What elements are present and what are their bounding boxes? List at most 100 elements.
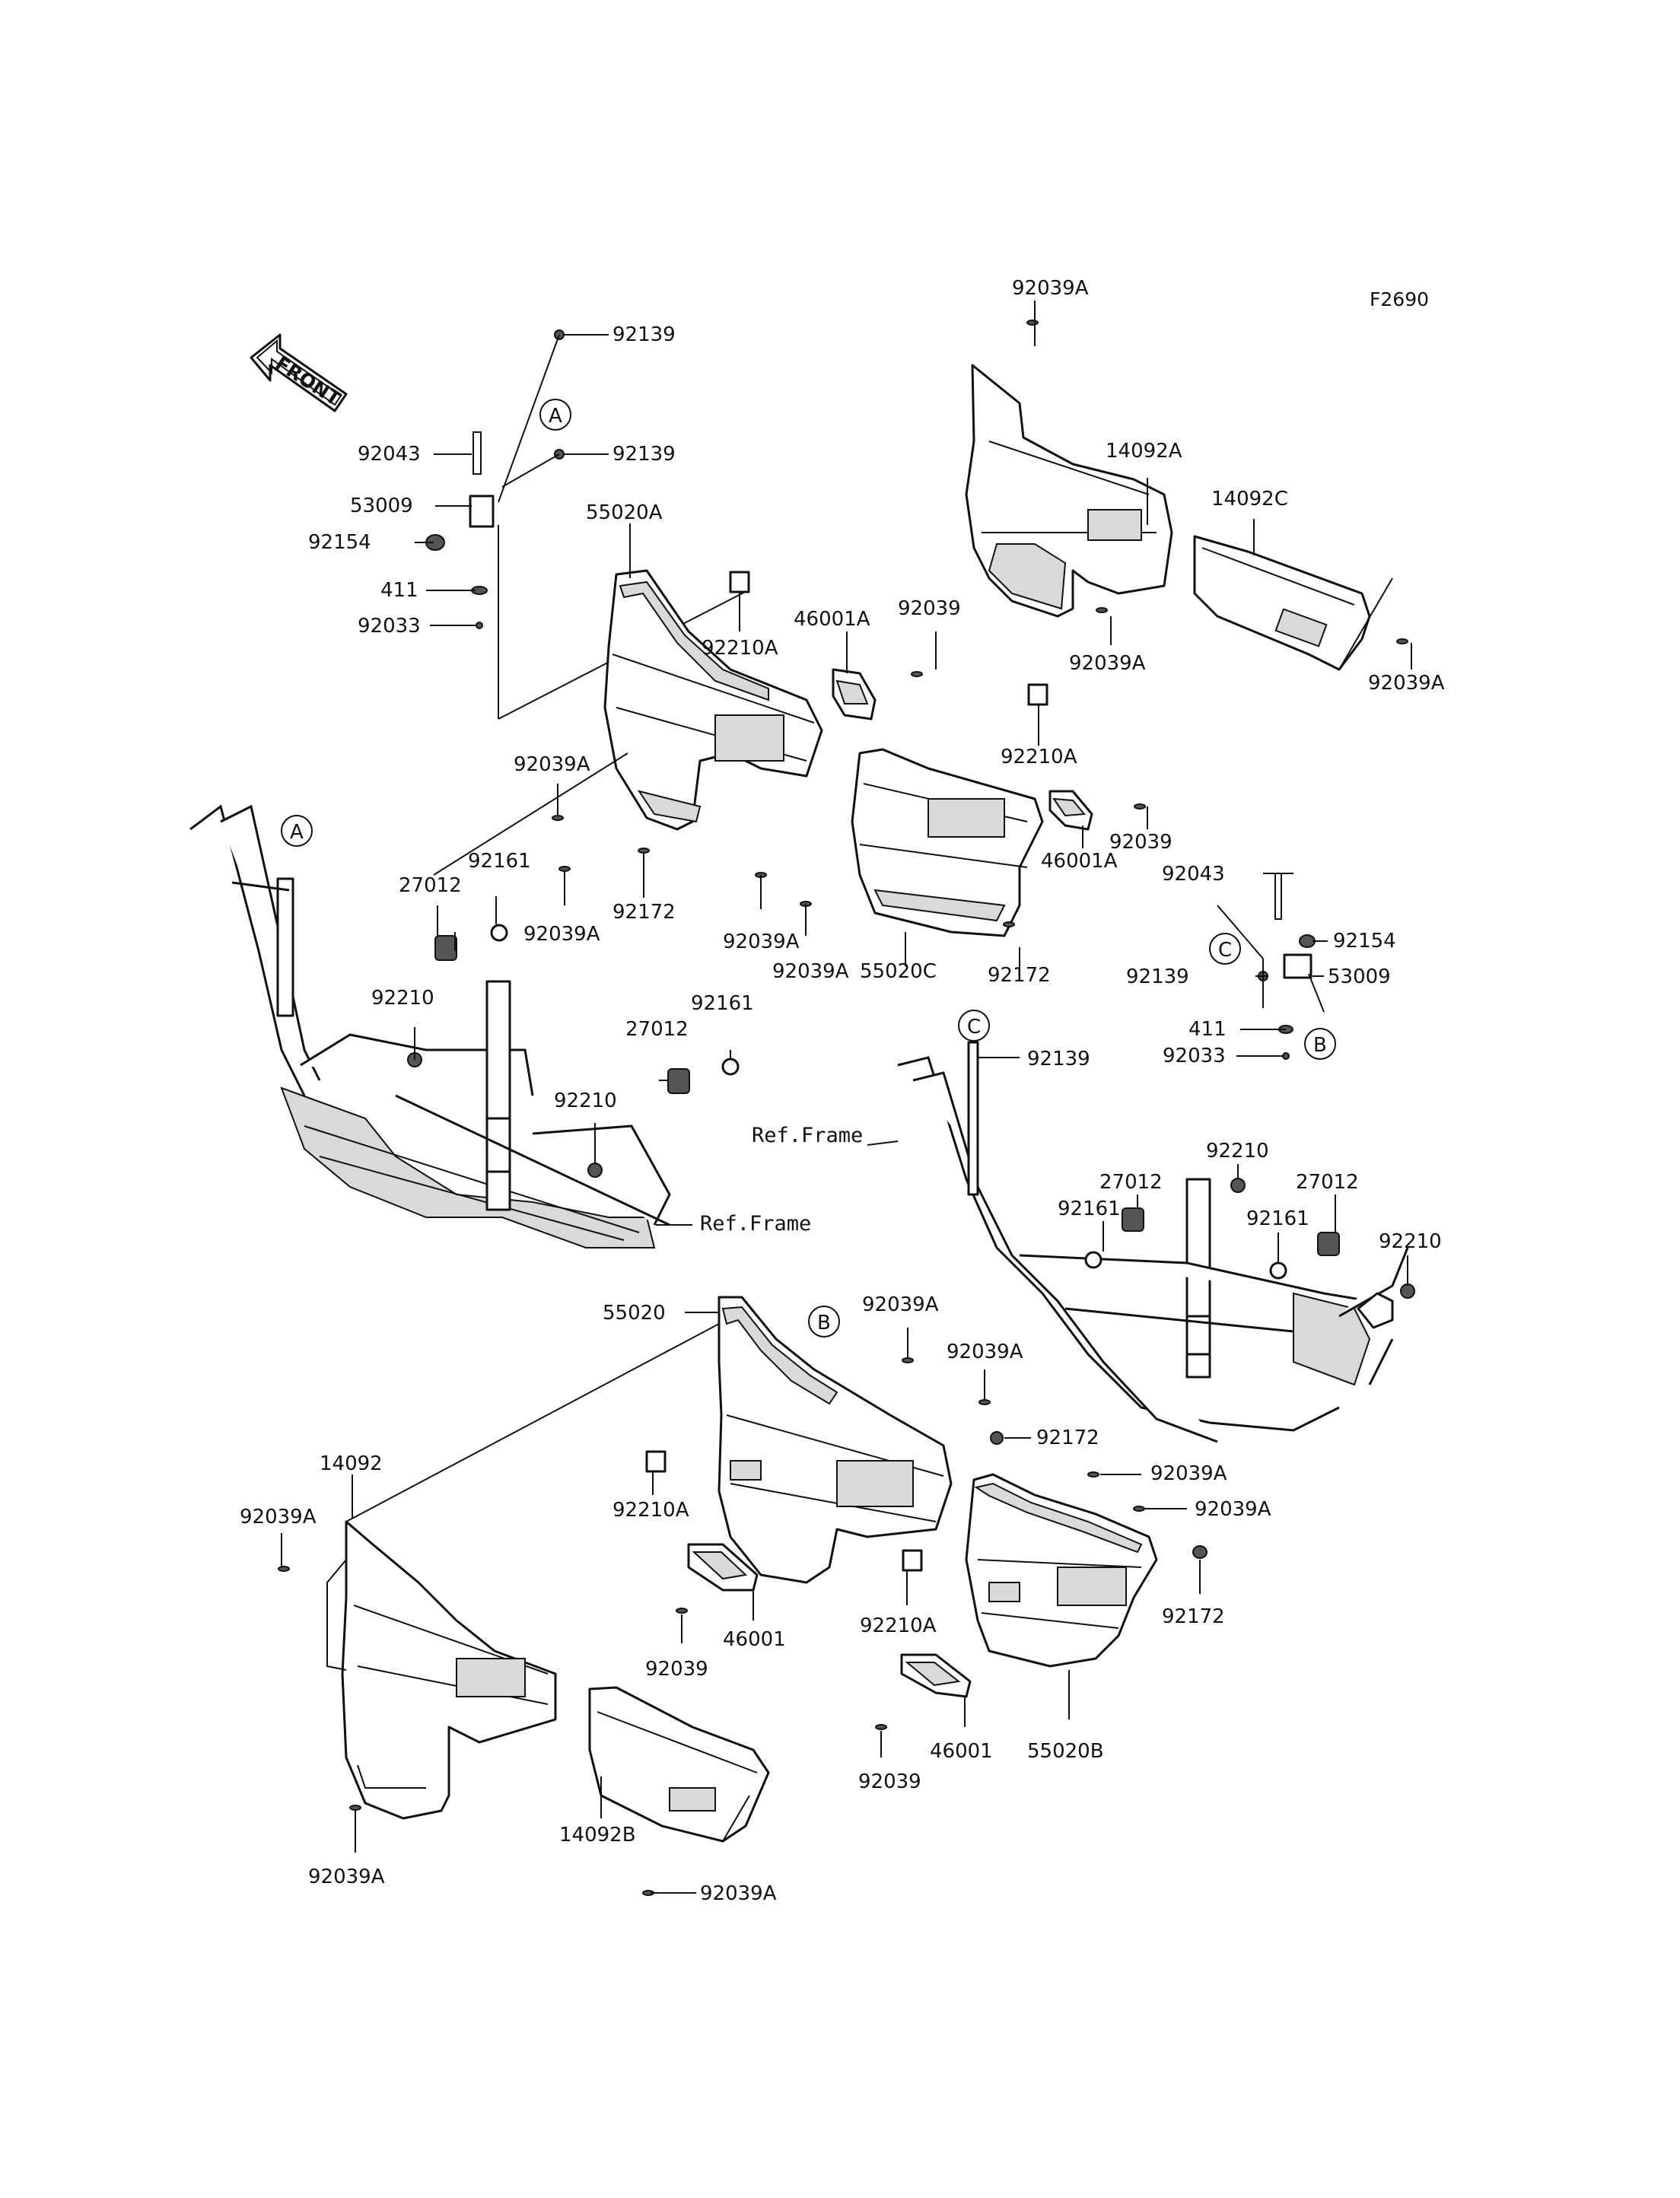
label-92210: 92210 [1379, 1230, 1442, 1253]
label-92039a: 92039A [947, 1341, 1023, 1363]
label-411: 411 [1188, 1018, 1227, 1041]
label-92039a: 92039A [240, 1506, 317, 1528]
label-92172: 92172 [1162, 1605, 1225, 1628]
label-92043: 92043 [358, 443, 421, 466]
label-46001: 46001 [930, 1740, 993, 1763]
circle-ref-c-frame [958, 1010, 990, 1042]
panel-55020a [433, 569, 823, 876]
label-92039a: 92039A [1195, 1498, 1271, 1521]
label-92039a: 92039A [700, 1882, 777, 1905]
label-92172: 92172 [988, 964, 1051, 987]
label-92210a: 92210A [612, 1499, 689, 1522]
panel-14092b [588, 1686, 770, 1843]
part-92210a-bottom-a [645, 1450, 667, 1473]
label-92039a: 92039A [862, 1293, 939, 1316]
label-14092c: 14092C [1211, 488, 1288, 511]
label-46001a: 46001A [794, 608, 870, 631]
label-14092b: 14092B [559, 1824, 636, 1847]
panel-14092c [1193, 535, 1393, 671]
part-46001-bottom-b [900, 1653, 972, 1698]
part-92210a-bottom-b [902, 1549, 923, 1572]
label-92039a: 92039A [1069, 652, 1146, 675]
label-92161: 92161 [1246, 1207, 1309, 1230]
circle-ref-b-panel-letter: B [817, 1312, 831, 1334]
front-arrow: FRONT [250, 333, 348, 412]
figure-code: F2690 [1370, 288, 1429, 310]
label-46001a: 46001A [1041, 850, 1118, 873]
label-92043: 92043 [1162, 863, 1225, 886]
label-92039a: 92039A [308, 1866, 385, 1888]
panel-14092a [965, 364, 1173, 618]
label-55020b: 55020B [1027, 1740, 1104, 1763]
circle-ref-b-bracket-letter: B [1313, 1034, 1327, 1057]
bracket-assembly-right: C B [1209, 873, 1336, 1060]
part-46001a-mid [1048, 790, 1093, 831]
label-92210a: 92210A [860, 1614, 937, 1637]
frame-right: C [897, 1010, 1415, 1443]
label-92039: 92039 [898, 597, 961, 620]
panel-55020b [965, 1473, 1158, 1668]
label-27012: 27012 [1099, 1171, 1163, 1194]
label-53009: 53009 [1328, 965, 1391, 988]
label-92210: 92210 [554, 1089, 617, 1112]
panel-14092 [326, 1520, 557, 1820]
part-46001a-top [832, 668, 877, 720]
label-92139: 92139 [1027, 1048, 1090, 1070]
label-92154: 92154 [1333, 930, 1396, 953]
label-92039: 92039 [858, 1770, 921, 1793]
part-92172-bottom-a [990, 1431, 1004, 1445]
label-14092a: 14092A [1106, 440, 1182, 463]
label-92039a: 92039A [514, 753, 590, 776]
label-55020a: 55020A [586, 501, 663, 524]
label-92039: 92039 [1109, 831, 1172, 854]
label-92161: 92161 [468, 850, 531, 873]
label-27012: 27012 [1296, 1171, 1359, 1194]
front-arrow-label: FRONT [272, 352, 345, 410]
label-92139: 92139 [612, 443, 676, 466]
label-92039a: 92039A [723, 930, 800, 953]
circle-ref-c-bracket-letter: C [1218, 939, 1232, 962]
label-ref-frame: Ref.Frame [752, 1124, 863, 1147]
label-92210: 92210 [371, 987, 434, 1010]
screws [278, 320, 1408, 1896]
circle-ref-c-frame-letter: C [967, 1016, 981, 1039]
label-92172: 92172 [612, 901, 676, 924]
label-92039a: 92039A [1368, 672, 1445, 695]
label-92039a: 92039A [1150, 1462, 1227, 1485]
circle-ref-a-top-letter: A [549, 405, 562, 428]
circle-ref-a-frame [281, 815, 313, 847]
frame-left: A [189, 804, 740, 1249]
label-92139: 92139 [612, 323, 676, 346]
label-92039a: 92039A [772, 960, 849, 983]
label-53009: 53009 [350, 495, 413, 517]
label-92039a: 92039A [523, 923, 600, 946]
panel-55020c [851, 748, 1044, 937]
label-14092: 14092 [320, 1452, 383, 1475]
label-92154: 92154 [308, 531, 371, 554]
label-92139: 92139 [1126, 965, 1189, 988]
part-92210a-mid [1027, 683, 1048, 706]
circle-ref-b-bracket [1304, 1028, 1336, 1060]
label-92210a: 92210A [1001, 746, 1077, 768]
label-55020: 55020 [603, 1302, 666, 1325]
leader-lines [281, 301, 1412, 1894]
label-27012: 27012 [399, 874, 462, 897]
circle-ref-c-bracket [1209, 933, 1241, 965]
circle-ref-a-top [539, 399, 571, 431]
part-labels: 92039A 92139 92139 92043 53009 92154 411… [240, 277, 1445, 1905]
part-92210a-top [729, 571, 750, 593]
label-92172: 92172 [1036, 1427, 1099, 1449]
part-46001-bottom-a [687, 1543, 759, 1592]
label-27012: 27012 [625, 1018, 689, 1041]
label-92210a: 92210A [702, 637, 778, 660]
label-92033: 92033 [358, 615, 421, 638]
panel-55020: B [345, 1296, 953, 1584]
circle-ref-a-frame-letter: A [290, 821, 304, 844]
label-92161: 92161 [1058, 1198, 1121, 1220]
label-92033: 92033 [1163, 1045, 1226, 1067]
label-92161: 92161 [691, 992, 754, 1015]
circle-ref-b-panel [808, 1306, 840, 1338]
label-92210: 92210 [1206, 1140, 1269, 1163]
label-411: 411 [380, 579, 418, 602]
